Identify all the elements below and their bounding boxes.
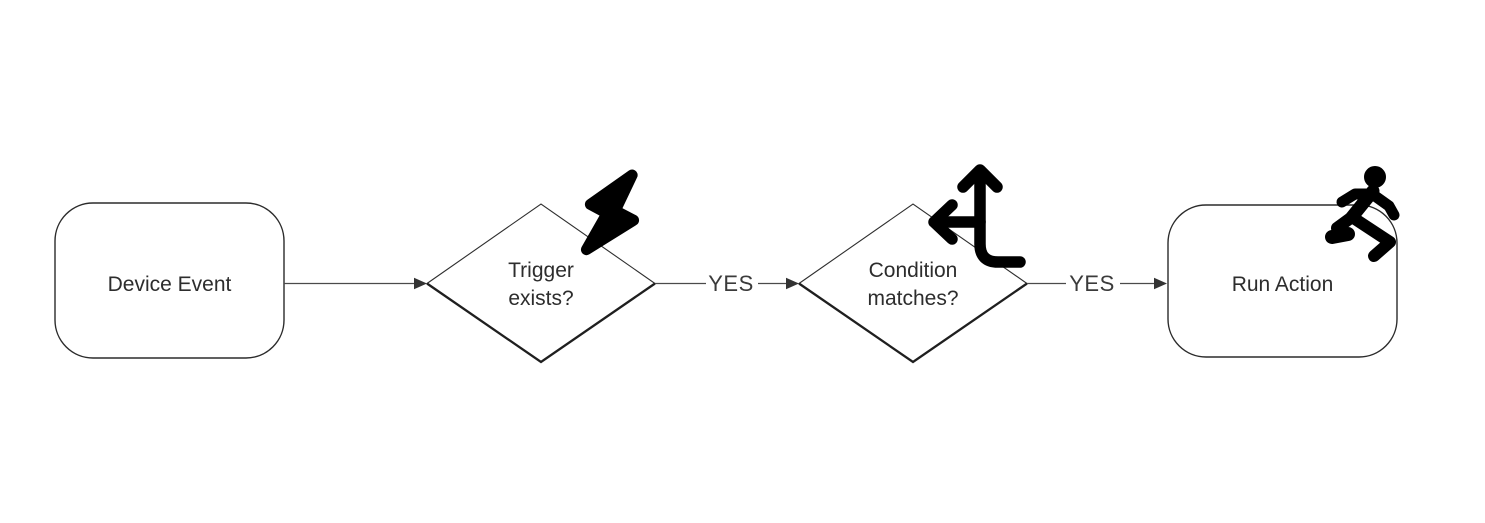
runner-head — [1364, 166, 1386, 188]
edge-label-yes-2: YES — [1069, 271, 1115, 296]
arrowhead-icon — [414, 277, 427, 290]
split-arrows-icon — [928, 164, 1026, 268]
condition-matches-label-line2: matches? — [867, 287, 958, 310]
condition-matches-shadow-edge — [798, 282, 1028, 364]
node-device-event: Device Event — [54, 202, 285, 359]
device-event-label: Device Event — [108, 273, 232, 296]
running-person-icon — [1325, 166, 1400, 262]
trigger-exists-label-line1: Trigger — [508, 259, 574, 282]
edge-trigger-to-condition: YES — [655, 271, 799, 296]
condition-matches-label-line1: Condition — [869, 259, 958, 282]
edge-condition-to-action: YES — [1027, 271, 1167, 296]
run-action-label: Run Action — [1232, 273, 1334, 296]
edge-label-yes-1: YES — [708, 271, 754, 296]
edge-device-to-trigger — [284, 277, 427, 290]
trigger-exists-shadow-edge — [426, 282, 656, 364]
run-action-shape — [1167, 204, 1398, 358]
lightning-icon — [580, 169, 640, 256]
node-condition-matches: Condition matches? — [798, 203, 1028, 364]
trigger-exists-label-line2: exists? — [508, 287, 573, 310]
device-event-shape — [54, 202, 285, 359]
condition-matches-shape — [798, 203, 1028, 363]
arrowhead-icon — [786, 277, 799, 290]
arrowhead-icon — [1154, 277, 1167, 290]
node-run-action: Run Action — [1167, 204, 1398, 358]
